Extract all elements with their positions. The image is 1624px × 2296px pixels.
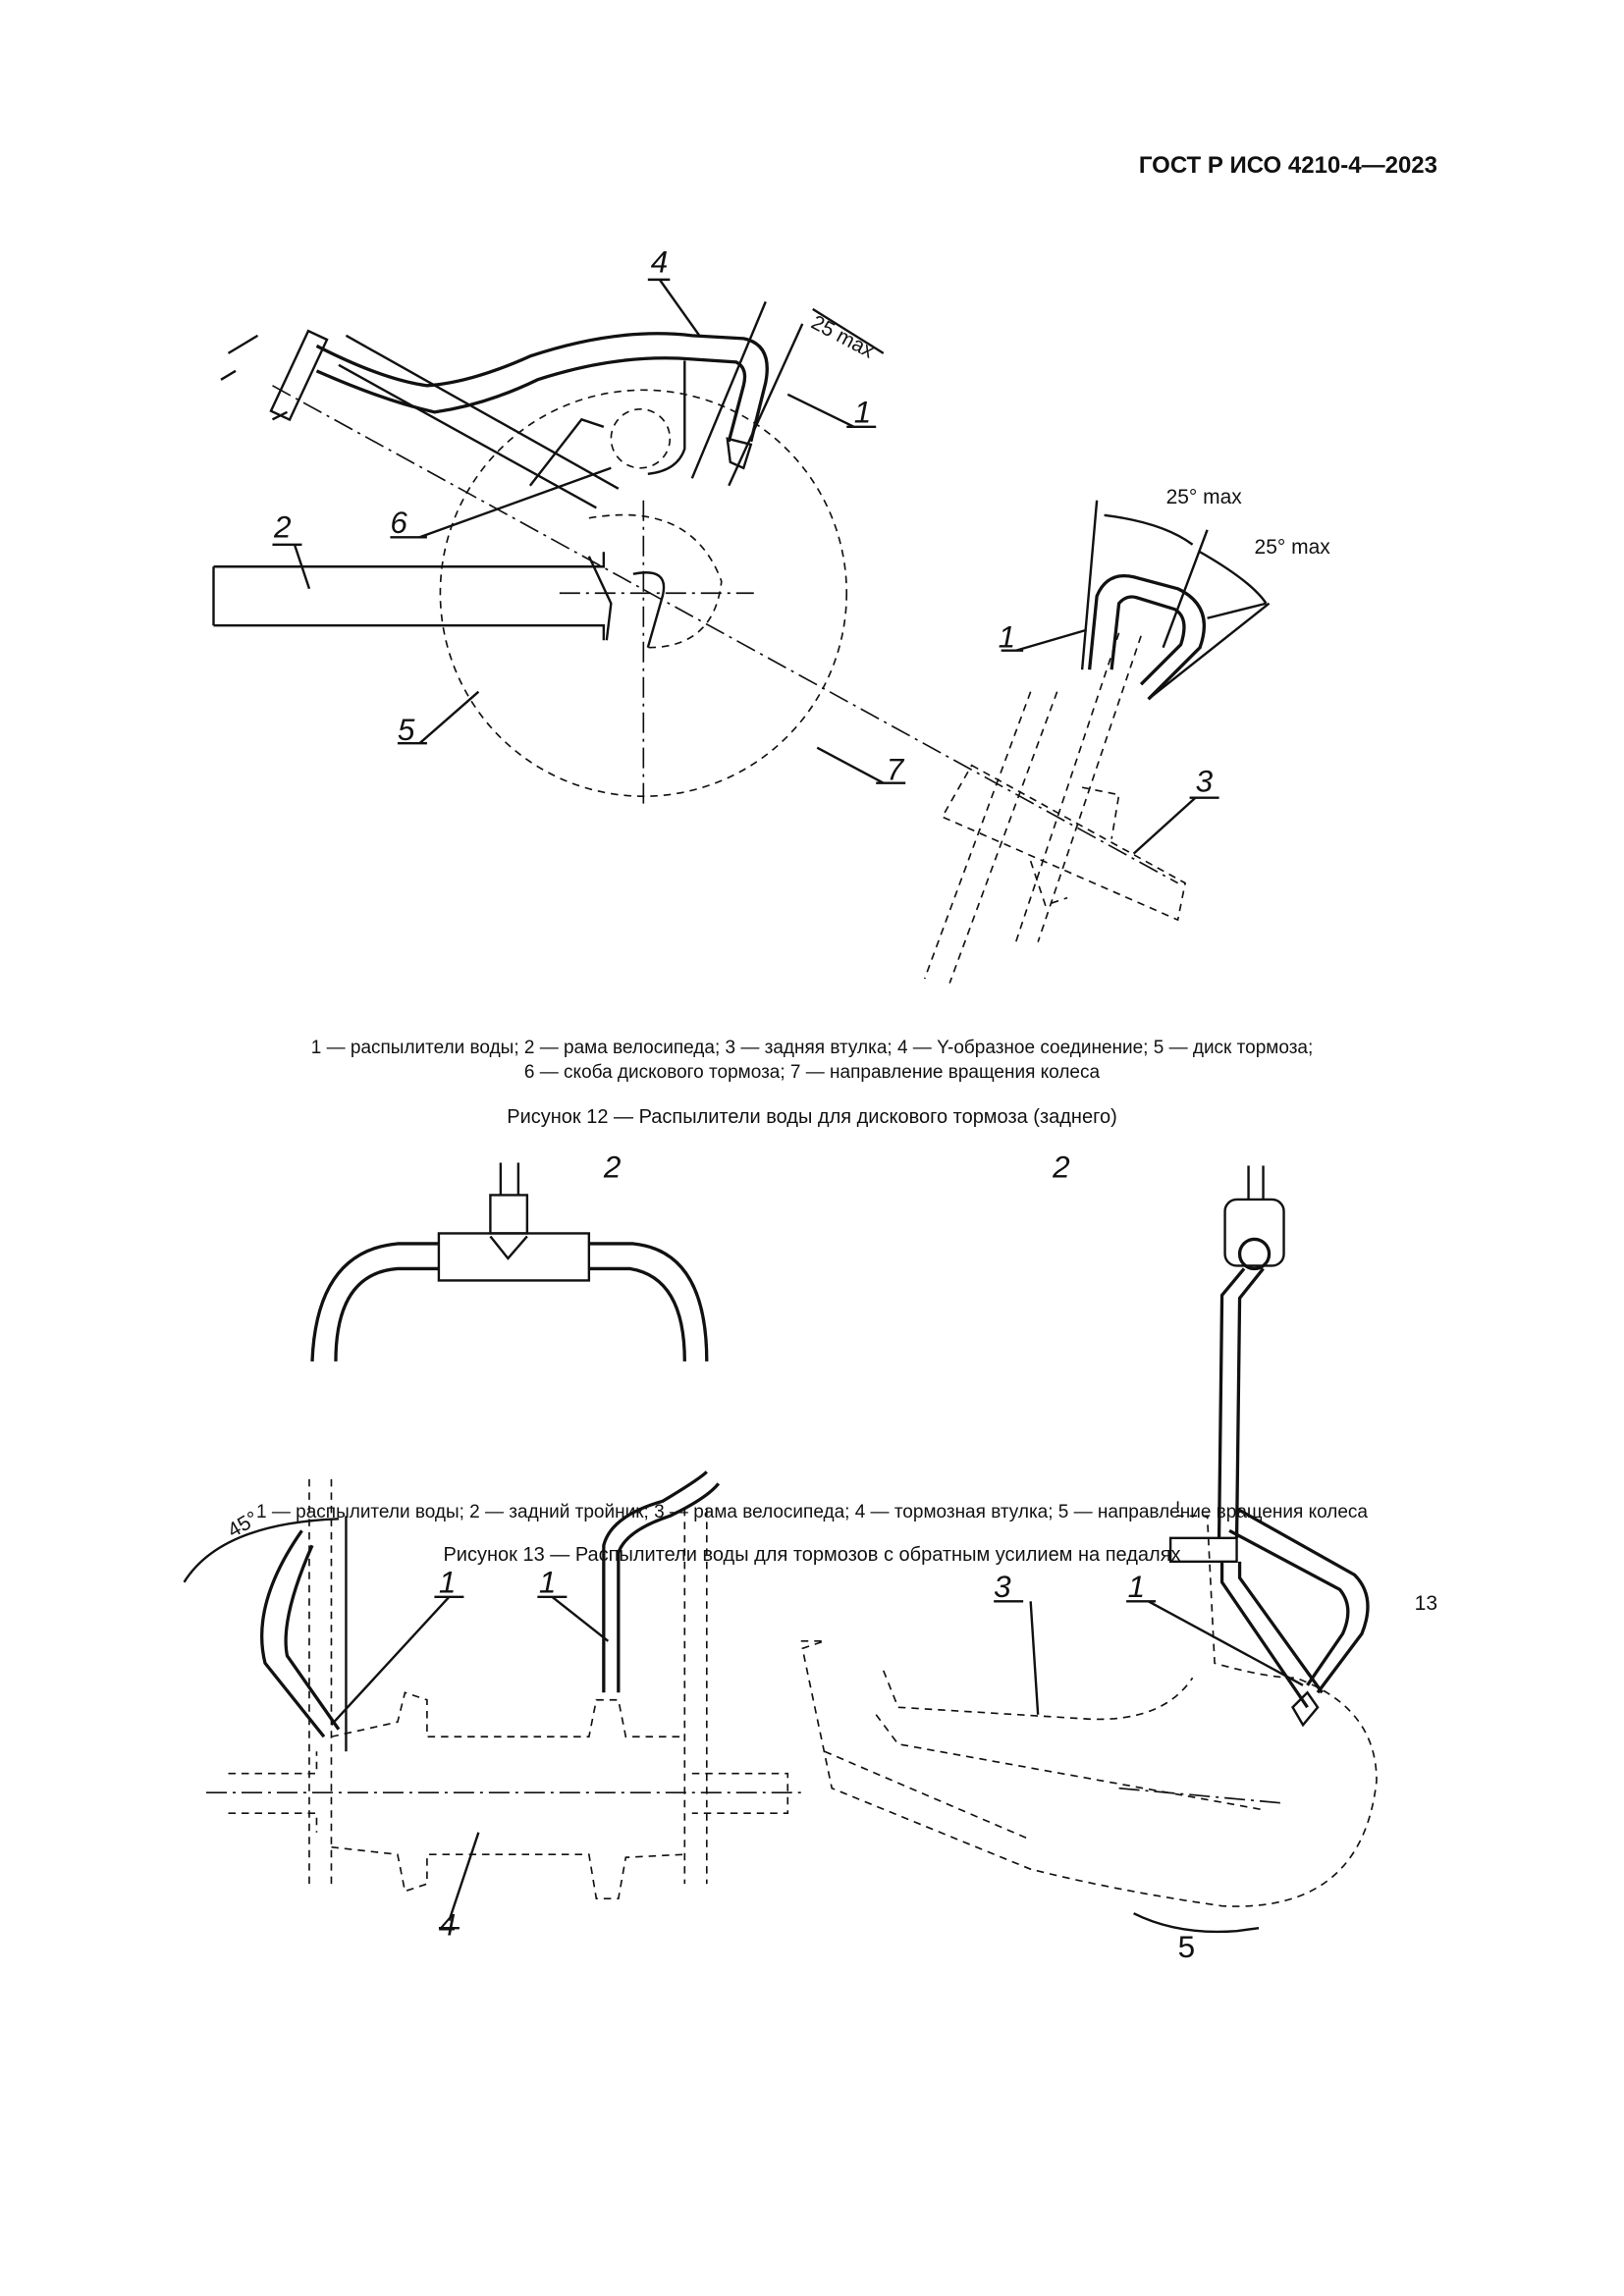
fig12-label-1b: 1 [999, 620, 1016, 655]
fig12-label-1: 1 [854, 395, 872, 429]
dim-25deg-max-2: 25° max [1255, 536, 1331, 559]
fig13-label-1a: 1 [439, 1565, 457, 1599]
fig12-label-5: 5 [398, 713, 415, 747]
fig12-label-4: 4 [651, 244, 669, 279]
fig12-label-6: 6 [390, 506, 407, 540]
dim-25-max: 25 max [807, 311, 878, 363]
figure-12-caption: Рисунок 12 — Распылители воды для дисков… [507, 1106, 1117, 1128]
figure-12-drawing: 4 1 6 2 5 7 3 1 25 max 25° max 25° max [212, 244, 1331, 984]
fig12-label-3: 3 [1196, 765, 1214, 799]
fig13-label-2a: 2 [603, 1149, 622, 1184]
figure-12-legend-line-1: 1 — распылители воды; 2 — рама велосипед… [310, 1038, 1314, 1058]
figure-12-legend-line-2: 6 — скоба дискового тормоза; 7 — направл… [523, 1062, 1101, 1083]
fig12-label-7: 7 [887, 753, 905, 787]
fig13-label-1b: 1 [539, 1565, 557, 1599]
page-number: 13 [1414, 1592, 1437, 1615]
clamp-icon [269, 329, 329, 422]
dim-25deg-max-1: 25° max [1166, 486, 1243, 508]
figure-13-drawing: 2 2 1 1 1 3 4 5 45° [183, 1149, 1378, 1964]
figure-13-legend: 1 — распылители воды; 2 — задний тройник… [256, 1502, 1368, 1522]
fig13-label-2b: 2 [1052, 1149, 1070, 1184]
figure-13-caption: Рисунок 13 — Распылители воды для тормоз… [443, 1544, 1181, 1566]
fig13-label-3: 3 [994, 1570, 1011, 1604]
document-header: ГОСТ Р ИСО 4210-4—2023 [1138, 152, 1437, 179]
fig12-label-2: 2 [273, 509, 292, 544]
fig13-label-4: 4 [439, 1908, 457, 1943]
fig13-label-1c: 1 [1128, 1570, 1146, 1604]
fig13-label-5: 5 [1178, 1930, 1196, 1964]
